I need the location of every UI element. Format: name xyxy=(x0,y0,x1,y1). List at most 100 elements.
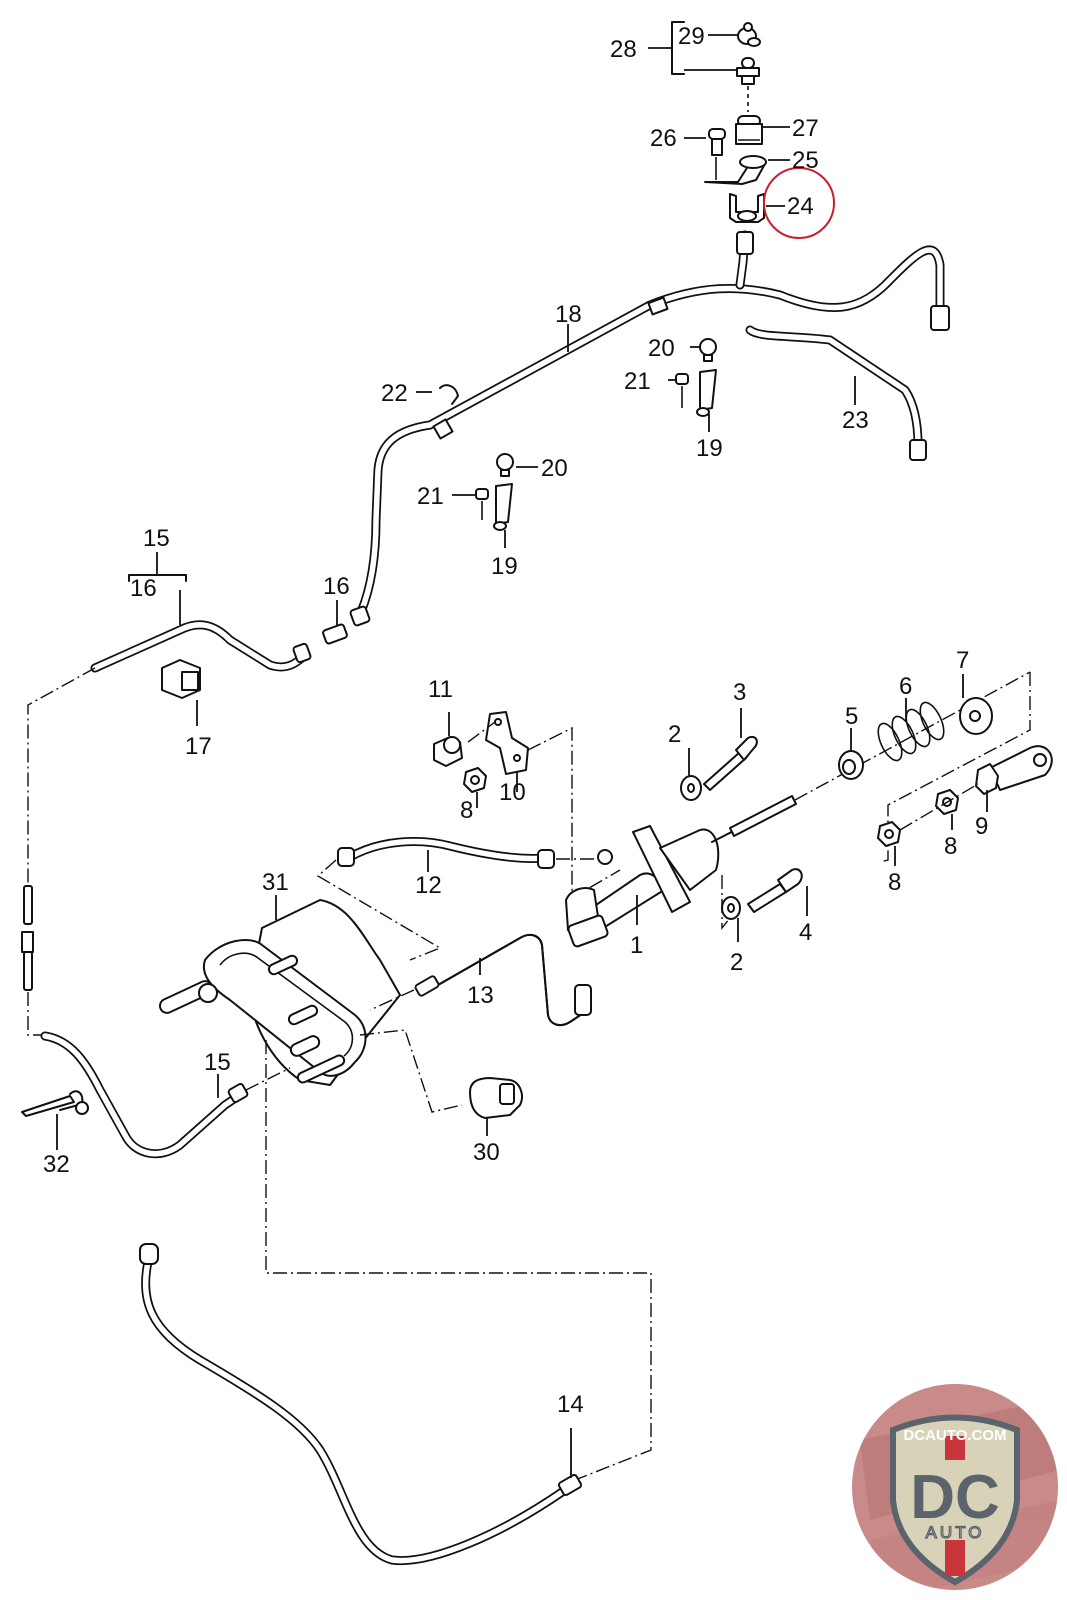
part-21-bolt-upper xyxy=(668,373,689,408)
part-20-clip-upper xyxy=(690,338,717,362)
label-26: 26 xyxy=(650,125,677,152)
connection-line-10-cylinder xyxy=(527,726,621,900)
label-18: 18 xyxy=(555,301,582,328)
label-21-upper: 21 xyxy=(624,368,651,395)
label-23: 23 xyxy=(842,407,869,434)
part-20-clip-lower xyxy=(496,453,538,477)
label-10: 10 xyxy=(499,779,526,806)
part-17-block xyxy=(161,659,201,726)
part-30-switch xyxy=(469,1077,523,1136)
label-17: 17 xyxy=(185,733,212,760)
connection-line-8-9 xyxy=(899,783,979,831)
label-19-lower: 19 xyxy=(491,553,518,580)
part-2-washer-lower xyxy=(721,896,741,942)
label-25: 25 xyxy=(792,147,819,174)
part-2-washer-upper xyxy=(680,748,702,801)
watermark-sub: AUTO xyxy=(926,1523,985,1542)
label-28: 28 xyxy=(610,36,637,63)
part-9-clevis xyxy=(975,745,1053,812)
part-11-connector xyxy=(433,712,463,767)
watermark-stripe-top xyxy=(945,1436,965,1460)
label-6: 6 xyxy=(899,673,912,700)
label-9: 9 xyxy=(975,813,988,840)
part-29-clip xyxy=(708,22,761,47)
label-2-upper: 2 xyxy=(668,721,681,748)
watermark-mark: DC xyxy=(910,1463,1000,1532)
part-12-hose xyxy=(337,836,555,872)
part-16-adapter xyxy=(322,600,371,645)
label-21-lower: 21 xyxy=(417,483,444,510)
label-1: 1 xyxy=(630,932,643,959)
connection-box-lower xyxy=(265,1040,652,1483)
label-31: 31 xyxy=(262,869,289,896)
connection-line-12-booster xyxy=(316,859,442,961)
part-28-union-nipple xyxy=(736,57,760,85)
label-16-adapter: 16 xyxy=(323,573,350,600)
part-26-bolt xyxy=(684,128,726,180)
label-15-lower: 15 xyxy=(204,1049,231,1076)
label-19-upper: 19 xyxy=(696,435,723,462)
label-8-right: 8 xyxy=(944,833,957,860)
label-14: 14 xyxy=(557,1391,584,1418)
part-8-nut-right xyxy=(935,789,959,830)
part-27-fitting xyxy=(735,115,790,145)
label-20-upper: 20 xyxy=(648,335,675,362)
part-22-clip xyxy=(416,384,459,405)
in-line-connector xyxy=(21,885,34,991)
label-32: 32 xyxy=(43,1151,70,1178)
connection-line-15-booster xyxy=(245,1067,291,1091)
connection-line-left xyxy=(27,667,96,885)
part-19-bracket-upper xyxy=(696,369,717,432)
connection-box-right xyxy=(879,672,1031,863)
part-32-cable-tie xyxy=(21,1090,89,1150)
label-13: 13 xyxy=(467,982,494,1009)
connection-line-2-cylinder xyxy=(721,875,731,930)
connection-line-11-10 xyxy=(467,721,496,743)
label-12: 12 xyxy=(415,872,442,899)
label-24: 24 xyxy=(787,193,814,220)
part-8-nut-lower xyxy=(877,821,901,866)
part-1-master-cylinder xyxy=(565,795,797,948)
part-5-washer xyxy=(838,728,864,780)
watermark-site: DCAUTO.COM xyxy=(903,1427,1006,1444)
part-15-lower-hose xyxy=(40,1031,249,1159)
part-31-booster xyxy=(158,895,401,1086)
watermark-shield xyxy=(890,1414,1020,1586)
part-19-bracket-lower xyxy=(493,483,513,548)
label-5: 5 xyxy=(845,703,858,730)
watermark-stripe-bottom xyxy=(945,1540,965,1576)
part-10-bracket xyxy=(485,711,529,792)
part-21-bolt-lower xyxy=(452,488,489,520)
part-15-16-hose xyxy=(90,552,312,673)
connection-line-13-booster xyxy=(369,989,415,1011)
label-3: 3 xyxy=(733,679,746,706)
label-15-upper: 15 xyxy=(143,525,170,552)
part-24-retaining-clip xyxy=(729,193,785,223)
part-8-nut-upper xyxy=(463,767,487,808)
part-18-pipe xyxy=(356,230,950,617)
label-8-lower: 8 xyxy=(888,869,901,896)
connection-line-left-lower xyxy=(27,992,45,1036)
part-4-bolt xyxy=(747,868,808,916)
label-11: 11 xyxy=(428,676,453,703)
connection-line-30 xyxy=(359,1029,463,1113)
part-28-bracket xyxy=(648,21,745,75)
label-16-left: 16 xyxy=(130,575,157,602)
part-6-spring xyxy=(877,698,945,762)
label-22: 22 xyxy=(381,380,408,407)
highlight-circle xyxy=(763,167,835,239)
label-30: 30 xyxy=(473,1139,500,1166)
part-14-hose xyxy=(139,1243,583,1566)
label-2-lower: 2 xyxy=(730,949,743,976)
label-7: 7 xyxy=(956,647,969,674)
label-27: 27 xyxy=(792,115,819,142)
label-20-lower: 20 xyxy=(541,455,568,482)
part-3-bolt xyxy=(703,708,758,791)
part-23-pipe xyxy=(745,325,927,461)
label-29: 29 xyxy=(678,23,705,50)
part-7-seat xyxy=(959,674,993,735)
part-13-pipe xyxy=(414,933,592,1027)
label-8-upper: 8 xyxy=(460,797,473,824)
dcauto-watermark: DCAUTO.COM DC AUTO xyxy=(852,1384,1058,1590)
